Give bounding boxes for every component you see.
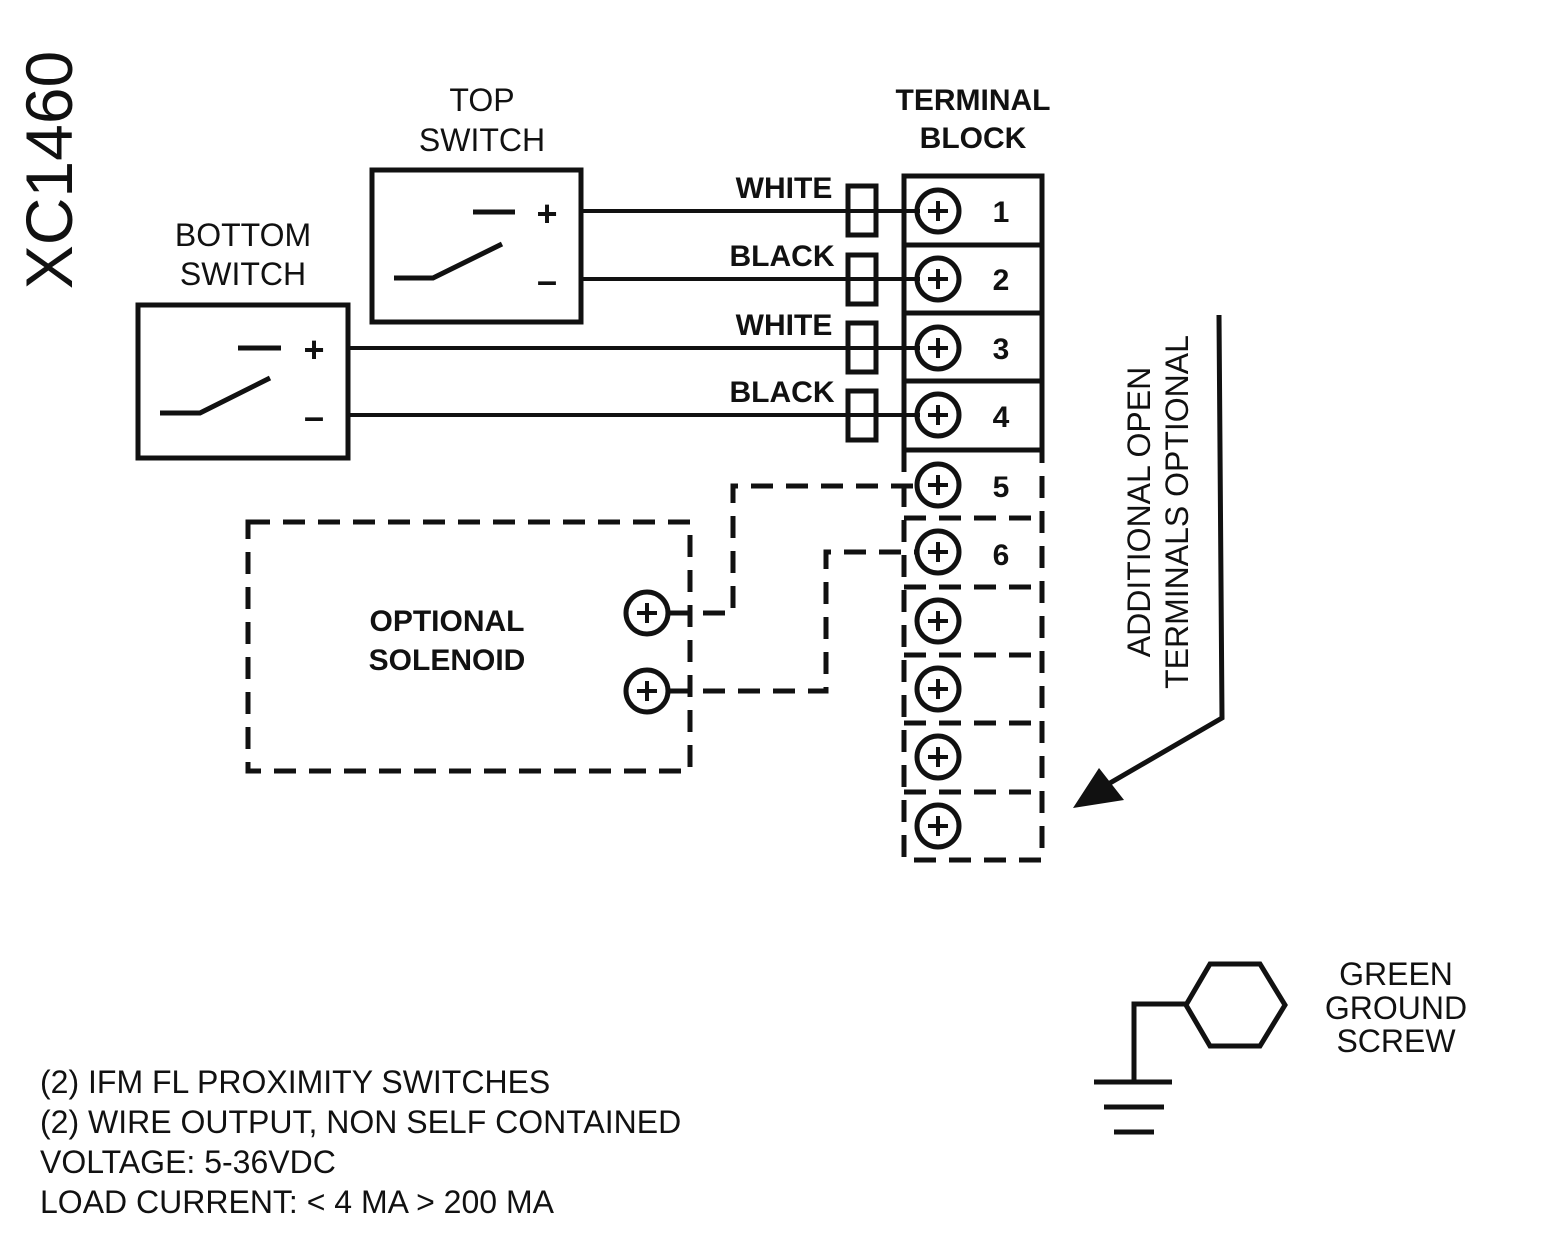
- terminal-screw-2: [914, 255, 962, 303]
- solenoid-terminal-upper: [623, 589, 671, 637]
- terminal-screw-4: [914, 391, 962, 439]
- spec-notes: (2) IFM FL PROXIMITY SWITCHES (2) WIRE O…: [40, 1064, 681, 1220]
- terminal-number-6: 6: [993, 539, 1010, 572]
- wire-4-color-label: BLACK: [730, 376, 835, 409]
- terminal-block-label-line2: BLOCK: [920, 122, 1027, 155]
- terminal-number-3: 3: [993, 333, 1010, 366]
- terminal-screw-1: [914, 187, 962, 235]
- terminal-screw-8: [914, 665, 962, 713]
- wire-3-color-label: WHITE: [736, 309, 833, 342]
- additional-terminals-note: ADDITIONAL OPEN TERMINALS OPTIONAL: [1073, 314, 1225, 808]
- additional-note-line1: ADDITIONAL OPEN: [1121, 367, 1157, 657]
- ground-label-line1: GREEN: [1339, 956, 1453, 992]
- bottom-switch: BOTTOM SWITCH + –: [135, 217, 351, 461]
- bottom-switch-label-line2: SWITCH: [180, 256, 306, 292]
- terminal-screw-10: [914, 802, 962, 850]
- solenoid-terminal-lower: [623, 667, 671, 715]
- spec-line: (2) IFM FL PROXIMITY SWITCHES: [40, 1064, 550, 1100]
- spec-line: VOLTAGE: 5-36VDC: [40, 1144, 336, 1180]
- top-switch-label-line2: SWITCH: [419, 122, 545, 158]
- top-switch-contact-blade: [394, 241, 504, 281]
- terminal-screw-3: [914, 324, 962, 372]
- bottom-switch-box: [135, 302, 351, 461]
- terminal-screw-6: [914, 528, 962, 576]
- ground-lead: [1131, 1001, 1186, 1082]
- ground-symbol: GREEN GROUND SCREW: [1094, 956, 1467, 1135]
- top-switch-label-line1: TOP: [449, 82, 514, 118]
- optional-solenoid: OPTIONAL SOLENOID: [245, 483, 917, 774]
- ground-label-line2: GROUND: [1325, 990, 1467, 1026]
- solenoid-label-line1: OPTIONAL: [370, 605, 525, 638]
- solenoid-wire-to-terminal-6: [668, 549, 917, 694]
- terminal-screw-9: [914, 733, 962, 781]
- wire-2-color-label: BLACK: [730, 240, 835, 273]
- wire-4-connector: [845, 388, 879, 443]
- terminal-screw-7: [914, 597, 962, 645]
- top-switch-box: [369, 167, 584, 325]
- terminal-screw-5: [914, 461, 962, 509]
- bottom-switch-plus-sign: +: [303, 329, 324, 370]
- terminal-number-1: 1: [993, 196, 1010, 229]
- top-switch-plus-sign: +: [536, 193, 557, 234]
- arrow-head-icon: [1073, 768, 1124, 808]
- solenoid-wire-to-terminal-5: [668, 483, 917, 616]
- wire-1-color-label: WHITE: [736, 172, 833, 205]
- top-switch-minus-sign: –: [537, 260, 557, 301]
- terminal-number-4: 4: [993, 401, 1010, 434]
- part-number-title: XC1460: [12, 51, 86, 290]
- arrow-shaft: [1108, 314, 1225, 786]
- wire-group: WHITE BLACK WHITE BLACK: [348, 172, 920, 443]
- spec-line: (2) WIRE OUTPUT, NON SELF CONTAINED: [40, 1104, 681, 1140]
- terminal-number-2: 2: [993, 264, 1010, 297]
- hex-screw-icon: [1183, 961, 1288, 1049]
- spec-line: LOAD CURRENT: < 4 MA > 200 MA: [40, 1184, 555, 1220]
- wire-1-connector: [845, 183, 879, 238]
- solenoid-label-line2: SOLENOID: [369, 644, 526, 677]
- ground-label-line3: SCREW: [1336, 1023, 1456, 1059]
- bottom-switch-label-line1: BOTTOM: [175, 217, 311, 253]
- terminal-number-5: 5: [993, 471, 1010, 504]
- terminal-block-label-line1: TERMINAL: [896, 84, 1051, 117]
- terminal-block: TERMINAL BLOCK 1 2 3 4 5 6: [896, 84, 1051, 863]
- bottom-switch-minus-sign: –: [304, 396, 324, 437]
- wire-2-connector: [845, 252, 879, 307]
- wire-3-connector: [845, 320, 879, 375]
- additional-note-line2: TERMINALS OPTIONAL: [1159, 335, 1195, 689]
- top-switch: TOP SWITCH + –: [369, 82, 584, 325]
- solenoid-box: [245, 519, 693, 774]
- terminal-block-optional-section: [901, 450, 1045, 863]
- bottom-switch-contact-blade: [160, 375, 272, 416]
